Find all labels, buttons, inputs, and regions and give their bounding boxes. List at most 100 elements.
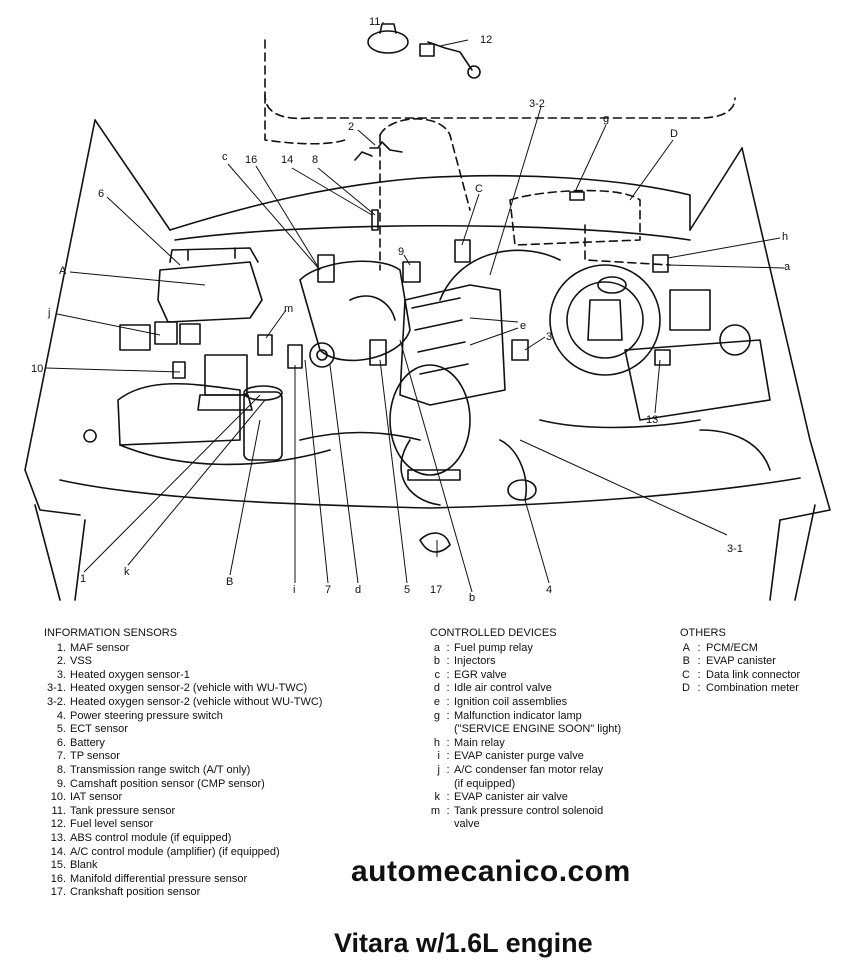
- legend-row: 17.Crankshaft position sensor: [44, 886, 322, 900]
- legend-row: 15.Blank: [44, 859, 322, 873]
- legend-text: Heated oxygen sensor-1: [70, 668, 190, 681]
- callout-i: i: [293, 584, 295, 596]
- legend-row: 5.ECT sensor: [44, 723, 322, 737]
- legend-row-continuation: ("SERVICE ENGINE SOON" light): [430, 723, 621, 737]
- callout-3: 3: [546, 331, 552, 343]
- legend-key: e: [433, 695, 440, 708]
- legend-key: A: [682, 641, 690, 654]
- legend-row: C:Data link connector: [680, 669, 800, 683]
- legend-key: m: [430, 804, 440, 817]
- legend-row: g:Malfunction indicator lamp: [430, 710, 621, 724]
- legend-separator: :: [446, 668, 450, 681]
- legend-text: IAT sensor: [70, 791, 123, 804]
- legend-key: 4.: [56, 709, 66, 722]
- callout-k: k: [124, 566, 130, 578]
- legend-row: 3-2. Heated oxygen sensor-2 (vehicle with…: [44, 696, 322, 710]
- legend-row: B:EVAP canister: [680, 655, 800, 669]
- legend-row-continuation: (if equipped): [430, 778, 621, 792]
- legend-row: 9. Camshaft position sensor (CMP sensor): [44, 778, 322, 792]
- legend-key: 14.: [50, 845, 66, 858]
- legend-text: Camshaft position sensor (CMP sensor): [70, 777, 265, 790]
- legend-text: PCM/ECM: [706, 641, 758, 654]
- callout-16: 16: [245, 154, 257, 166]
- legend-separator: :: [446, 655, 450, 668]
- legend-separator: :: [697, 655, 701, 668]
- legend-row: k:EVAP canister air valve: [430, 791, 621, 805]
- legend-text: TP sensor: [70, 750, 120, 763]
- pcm-box: [204, 354, 248, 396]
- legend-separator: :: [446, 750, 450, 763]
- legend-text: Combination meter: [706, 682, 799, 695]
- legend-row: j:A/C condenser fan motor relay: [430, 764, 621, 778]
- legend-text: Ignition coil assemblies: [454, 695, 568, 708]
- legend-text: A/C control module (amplifier) (if equip…: [70, 845, 280, 858]
- legend-row: d:Idle air control valve: [430, 682, 621, 696]
- legend-text: EGR valve: [454, 668, 507, 681]
- right-fender: [741, 147, 831, 521]
- callout-8: 8: [312, 154, 318, 166]
- callout-e: e: [520, 320, 526, 332]
- callout-1: 1: [80, 573, 86, 585]
- legend-text: ECT sensor: [70, 723, 128, 736]
- legend-text: Malfunction indicator lamp: [454, 709, 582, 722]
- legend-row: e: Ignition coil assemblies: [430, 696, 621, 710]
- legend-text-continuation: (if equipped): [454, 777, 516, 790]
- legend-separator: :: [697, 668, 701, 681]
- legend-key: 9.: [56, 777, 66, 790]
- legend-row: 6.Battery: [44, 737, 322, 751]
- legend-text: Main relay: [454, 736, 505, 749]
- legend-text-continuation: valve: [454, 818, 480, 831]
- legend-text: Heated oxygen sensor-2 (vehicle with WU-…: [70, 682, 308, 695]
- legend-text: Battery: [70, 736, 105, 749]
- callout-A: A: [59, 265, 67, 277]
- legend-key: c: [434, 668, 441, 681]
- legend-key: i: [437, 750, 440, 763]
- legend-text: Fuel level sensor: [70, 818, 154, 831]
- callout-c: c: [222, 151, 228, 163]
- legend-key: 3.: [56, 668, 66, 681]
- legend-text: MAF sensor: [70, 641, 130, 654]
- legend-key: D: [682, 682, 690, 695]
- legend-separator: :: [446, 695, 450, 708]
- legend-key: B: [682, 655, 690, 668]
- callout-B: B: [226, 576, 233, 588]
- legend-text: Fuel pump relay: [454, 641, 533, 654]
- legend-key: 16.: [50, 872, 66, 885]
- callout-12: 12: [480, 34, 492, 46]
- hood-outline: [169, 174, 691, 231]
- legend-row: h:Main relay: [430, 737, 621, 751]
- legend-row: 11.Tank pressure sensor: [44, 805, 322, 819]
- legend-text: Idle air control valve: [454, 682, 552, 695]
- legend-row: 14. A/C control module (amplifier) (if eq…: [44, 846, 322, 860]
- legend-key: 3-1.: [47, 682, 66, 695]
- legend-text: Heated oxygen sensor-2 (vehicle without …: [70, 695, 323, 708]
- callout-d: d: [355, 584, 361, 596]
- legend-row: A: PCM/ECM: [680, 642, 800, 656]
- legend-separator: :: [697, 682, 701, 695]
- diagram-caption: Vitara w/1.6L engine: [334, 928, 593, 958]
- cylinder-head: [399, 284, 506, 406]
- legend-row: 12.Fuel level sensor: [44, 818, 322, 832]
- legend-row: 13.ABS control module (if equipped): [44, 832, 322, 846]
- legend-separator: :: [446, 791, 450, 804]
- legend-text: Blank: [70, 859, 98, 872]
- legend-text: Manifold differential pressure sensor: [70, 872, 248, 885]
- engine-bay-diagram: 11 12 2 3-2 g D c 16 14 8 C 6 h a 9 A m …: [24, 16, 831, 604]
- callout-3-1: 3-1: [727, 543, 743, 555]
- legend-separator: :: [697, 641, 701, 654]
- legend-text-continuation: ("SERVICE ENGINE SOON" light): [454, 723, 622, 736]
- legend-key: C: [682, 668, 690, 681]
- legend-key: 13.: [50, 831, 66, 844]
- legend-title: INFORMATION SENSORS: [44, 627, 178, 639]
- legend-key: 2.: [56, 655, 66, 668]
- legend-key: h: [433, 736, 440, 749]
- legend-row: 4. Power steering pressure switch: [44, 710, 322, 724]
- callout-14: 14: [281, 154, 293, 166]
- legend-row-continuation: valve: [430, 818, 621, 832]
- legend-key: 17.: [50, 886, 66, 899]
- legend-text: Tank pressure sensor: [70, 804, 176, 817]
- legend-text: Power steering pressure switch: [70, 709, 223, 722]
- legend-key: 3-2.: [47, 695, 66, 708]
